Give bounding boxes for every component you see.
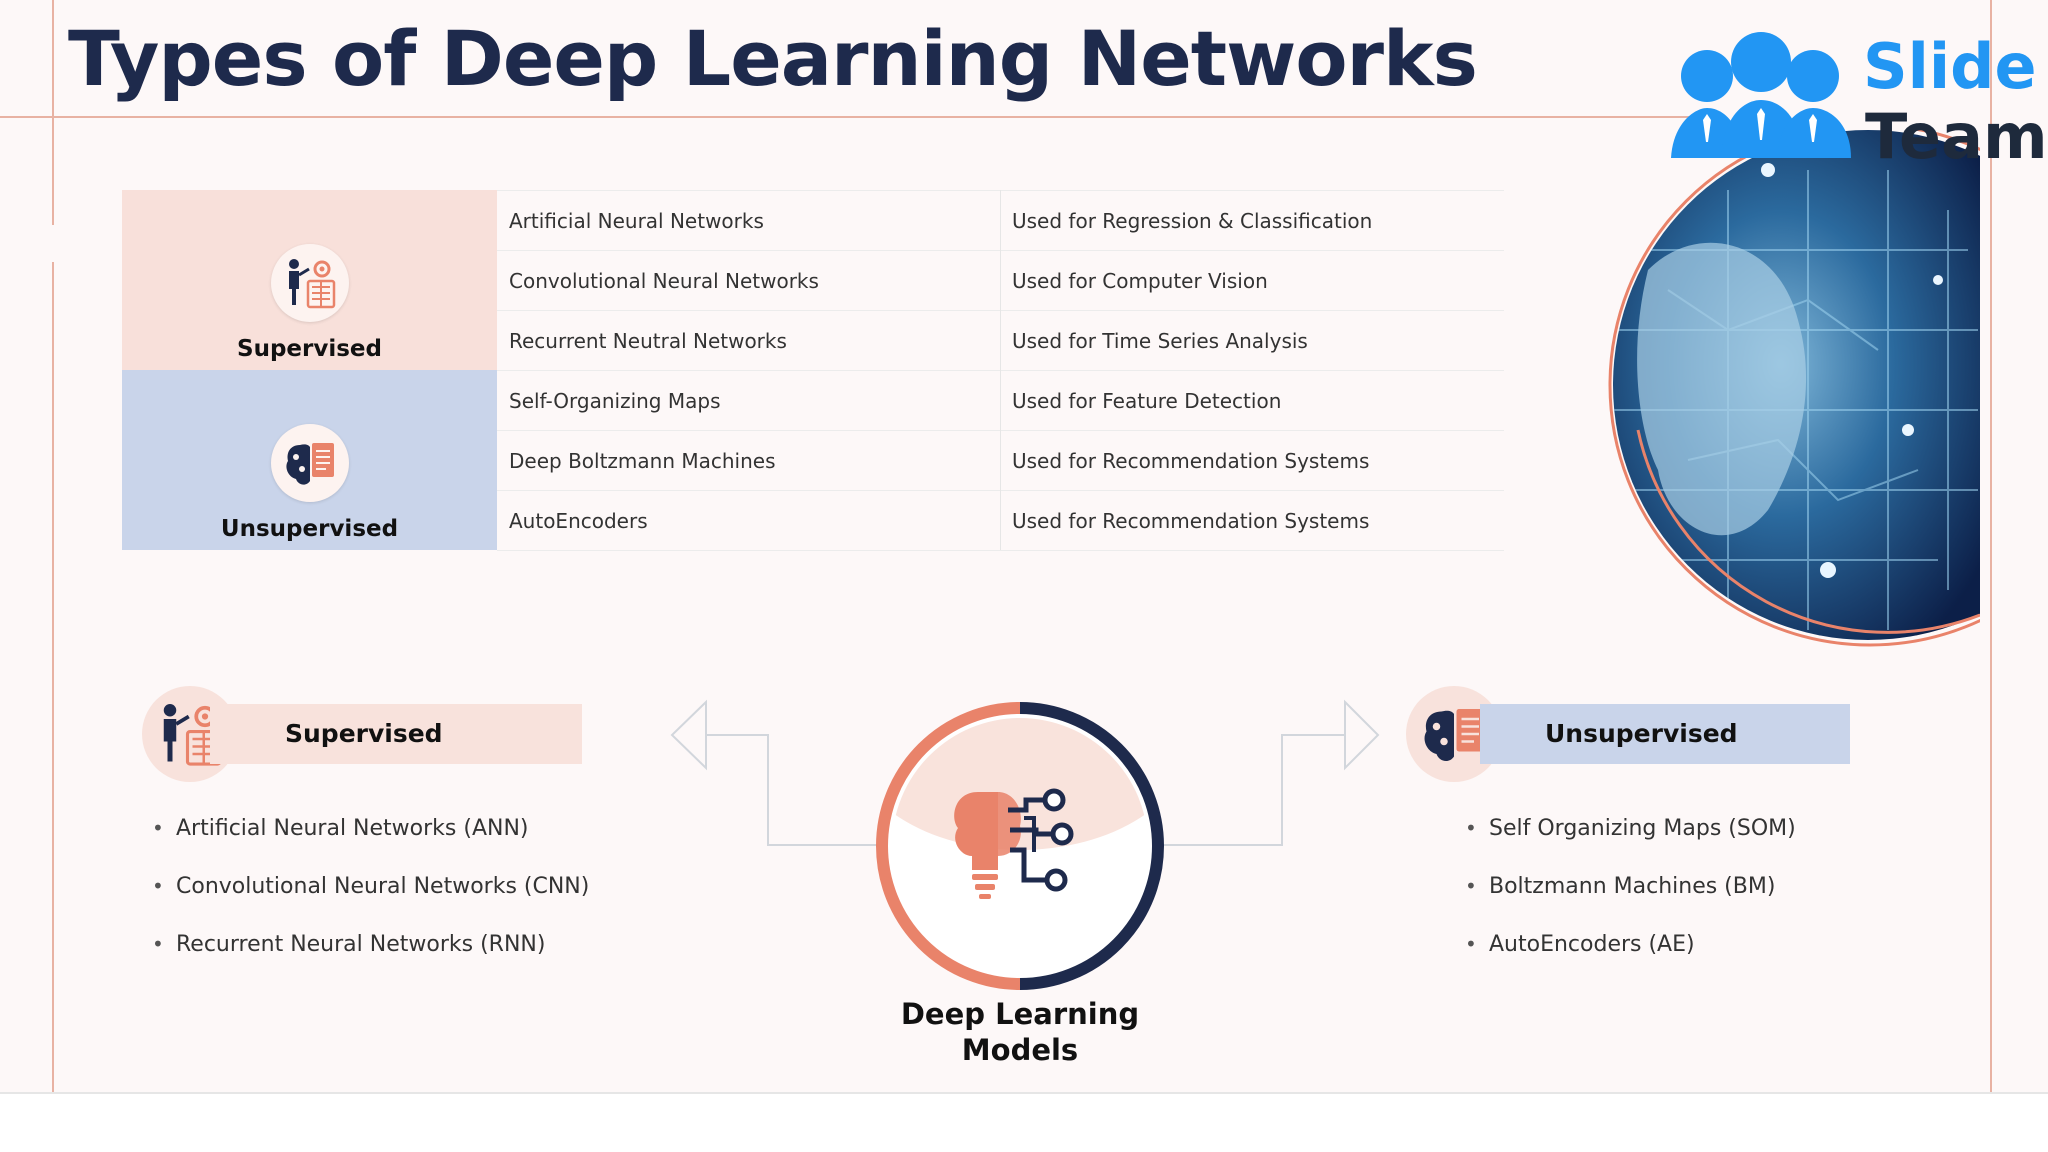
category-label-unsupervised: Unsupervised (220, 516, 399, 542)
center-label: Deep Learning Models (870, 996, 1170, 1068)
brain-bulb-circuit-icon (954, 788, 1074, 899)
frame-line-left (52, 262, 54, 1094)
unsupervised-list: Self Organizing Maps (SOM) Boltzmann Mac… (1465, 816, 1796, 990)
title-underline (0, 116, 1690, 118)
table-row: Deep Boltzmann Machines Used for Recomme… (497, 430, 1504, 490)
category-supervised: Supervised (122, 190, 497, 370)
network-use: Used for Recommendation Systems (1012, 509, 1370, 533)
network-table: Supervised Unsupervised Artificial Neura… (122, 190, 1504, 550)
deep-learning-hub (876, 702, 1164, 990)
teacher-presentation-icon (270, 244, 349, 322)
network-name: Self-Organizing Maps (509, 389, 721, 413)
table-row: AutoEncoders Used for Recommendation Sys… (497, 490, 1504, 550)
list-item: Convolutional Neural Networks (CNN) (152, 874, 589, 932)
slideteam-logo: Slide Team (1665, 28, 2048, 173)
unsupervised-heading: Unsupervised (1480, 704, 1850, 764)
center-label-line1: Deep Learning (900, 997, 1140, 1031)
supervised-list: Artificial Neural Networks (ANN) Convolu… (152, 816, 589, 990)
category-unsupervised: Unsupervised (122, 370, 497, 550)
network-use: Used for Feature Detection (1012, 389, 1282, 413)
network-name: AutoEncoders (509, 509, 648, 533)
list-item: Boltzmann Machines (BM) (1465, 874, 1796, 932)
flow-connectors (670, 699, 1380, 846)
center-label-line2: Models (961, 1033, 1079, 1067)
network-name: Recurrent Neutral Networks (509, 329, 787, 353)
network-name: Deep Boltzmann Machines (509, 449, 776, 473)
network-name: Convolutional Neural Networks (509, 269, 819, 293)
network-use: Used for Time Series Analysis (1012, 329, 1308, 353)
people-logo-icon (1671, 32, 1851, 158)
logo-text-team: Team (1865, 100, 2048, 173)
table-row: Artificial Neural Networks Used for Regr… (497, 190, 1504, 250)
network-name: Artificial Neural Networks (509, 209, 764, 233)
logo-text-slide: Slide (1863, 30, 2037, 103)
table-column-divider (1000, 190, 1001, 550)
page-title: Types of Deep Learning Networks (68, 14, 1478, 103)
list-item: Recurrent Neural Networks (RNN) (152, 932, 589, 990)
frame-line-right (1990, 0, 1992, 1094)
supervised-heading: Supervised (210, 704, 582, 764)
table-row: Recurrent Neutral Networks Used for Time… (497, 310, 1504, 370)
slide: Types of Deep Learning Networks (0, 0, 2048, 1094)
frame-line-left-top (52, 0, 54, 225)
brain-document-icon (270, 424, 349, 502)
network-use: Used for Computer Vision (1012, 269, 1268, 293)
list-item: AutoEncoders (AE) (1465, 932, 1796, 990)
ai-face-photo (1608, 130, 1980, 647)
list-item: Self Organizing Maps (SOM) (1465, 816, 1796, 874)
table-bottom-border (497, 550, 1504, 551)
category-label-supervised: Supervised (237, 336, 382, 362)
network-use: Used for Recommendation Systems (1012, 449, 1370, 473)
slide-bottom-border (0, 1092, 2048, 1094)
list-item: Artificial Neural Networks (ANN) (152, 816, 589, 874)
network-use: Used for Regression & Classification (1012, 209, 1373, 233)
